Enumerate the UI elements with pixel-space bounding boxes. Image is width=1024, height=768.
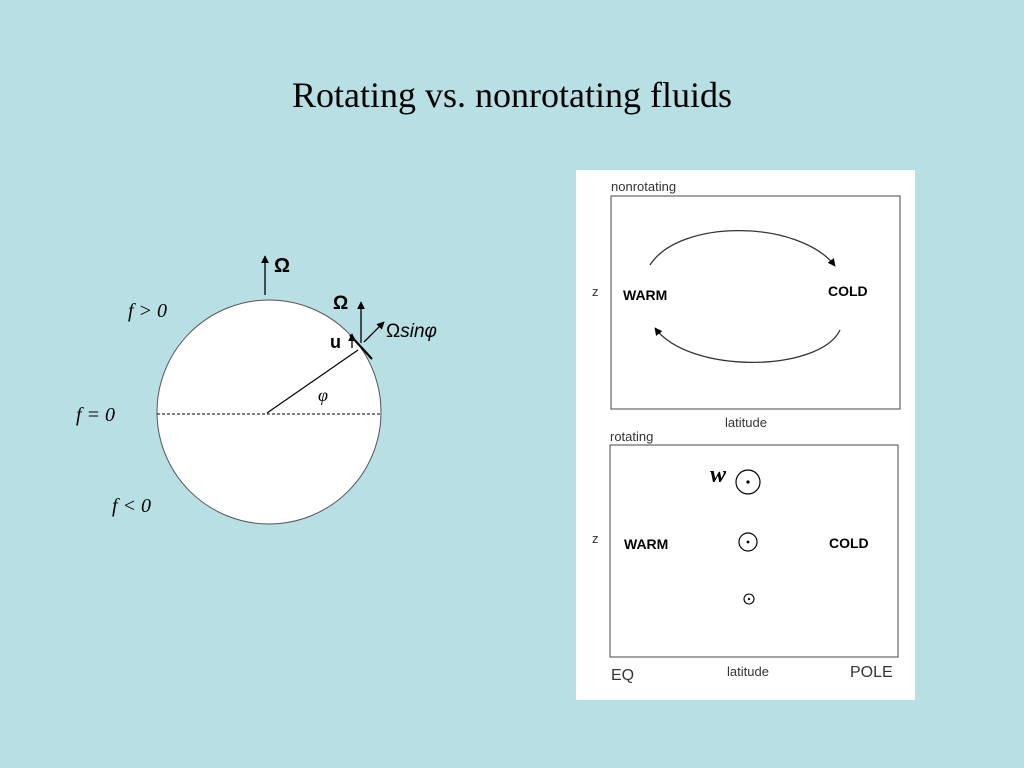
nonrotating-title: nonrotating: [611, 179, 676, 194]
omega-sin-prefix: Ω: [386, 321, 400, 342]
nonrotating-z-label: z: [592, 284, 599, 299]
nonrotating-latitude-label: latitude: [725, 415, 767, 430]
out-of-page-dot-small: [747, 597, 751, 601]
rotating-cold-label: COLD: [829, 535, 869, 551]
globe-diagram: Ω Ω Ωsinφ u φ f > 0 f = 0 f < 0: [76, 255, 437, 525]
upper-flow-arrow: [649, 229, 836, 267]
out-of-page-dot-medium: [746, 540, 750, 544]
nonrotating-cold-label: COLD: [828, 283, 868, 299]
nonrotating-panel: nonrotating z WARM COLD latitude: [592, 179, 901, 430]
lower-flow-arrow: [654, 327, 841, 364]
rotating-z-label: z: [592, 531, 599, 546]
nonrotating-warm-label: WARM: [623, 287, 667, 303]
rotating-panel: rotating z WARM COLD w latitude EQ POLE: [592, 429, 899, 684]
rotating-warm-label: WARM: [624, 536, 668, 552]
rotating-box: [609, 444, 899, 658]
rotating-latitude-label: latitude: [727, 664, 769, 679]
omega-sin-label: Ωsinφ: [386, 321, 437, 342]
out-of-page-vector-small: [743, 593, 755, 605]
nonrotating-box: [610, 195, 901, 410]
radius-line: [266, 349, 359, 414]
rotating-title: rotating: [610, 429, 653, 444]
omega-top-label: Ω: [274, 255, 290, 277]
omega-sin-arrow: [363, 321, 385, 343]
omega-local-label: Ω: [333, 293, 348, 314]
circulation-panels: nonrotating z WARM COLD latitude rotatin…: [576, 170, 915, 700]
out-of-page-vector-large: [735, 469, 761, 495]
eq-label: EQ: [611, 667, 634, 684]
out-of-page-dot-large: [746, 480, 750, 484]
f-positive-label: f > 0: [128, 300, 167, 322]
wind-symbol: w: [710, 462, 727, 488]
phi-label: φ: [318, 385, 328, 405]
f-zero-label: f = 0: [76, 404, 115, 426]
slide-title: Rotating vs. nonrotating fluids: [292, 75, 732, 115]
pole-label: POLE: [850, 664, 893, 681]
f-negative-label: f < 0: [112, 495, 151, 517]
omega-sin-suffix: sinφ: [400, 321, 437, 342]
out-of-page-vector-medium: [738, 532, 758, 552]
figure-background: [576, 170, 915, 700]
u-label: u: [330, 332, 341, 352]
